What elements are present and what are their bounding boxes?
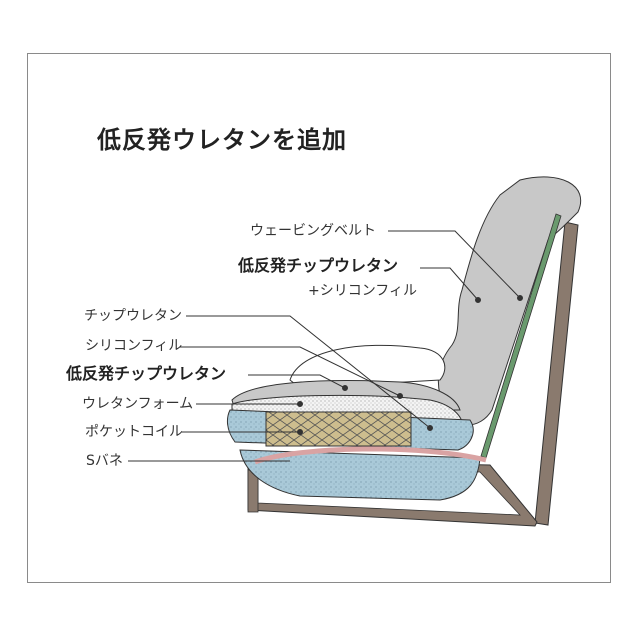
label-s-spring: Sバネ bbox=[86, 453, 123, 469]
diagram-title: 低反発ウレタンを追加 bbox=[97, 126, 347, 154]
label-urethane-foam: ウレタンフォーム bbox=[82, 396, 194, 412]
label-webbing-belt: ウェービングベルト bbox=[250, 223, 376, 239]
label-seat-low-rebound-chip: 低反発チップウレタン bbox=[66, 364, 227, 383]
diagram-frame bbox=[27, 53, 611, 583]
label-back-low-rebound-chip: 低反発チップウレタン bbox=[238, 256, 399, 275]
label-chip-urethane: チップウレタン bbox=[84, 308, 182, 324]
label-back-silicon-fill: +シリコンフィル bbox=[308, 283, 418, 299]
leader-lines bbox=[128, 230, 523, 462]
seat-silicon-fill bbox=[289, 344, 446, 389]
lower-foam bbox=[239, 449, 481, 501]
label-pocket-coil: ポケットコイル bbox=[85, 424, 183, 440]
back-frame bbox=[534, 221, 579, 526]
s-spring bbox=[254, 446, 487, 465]
pocket-coil bbox=[265, 411, 412, 447]
label-silicon-fill: シリコンフィル bbox=[85, 338, 183, 354]
